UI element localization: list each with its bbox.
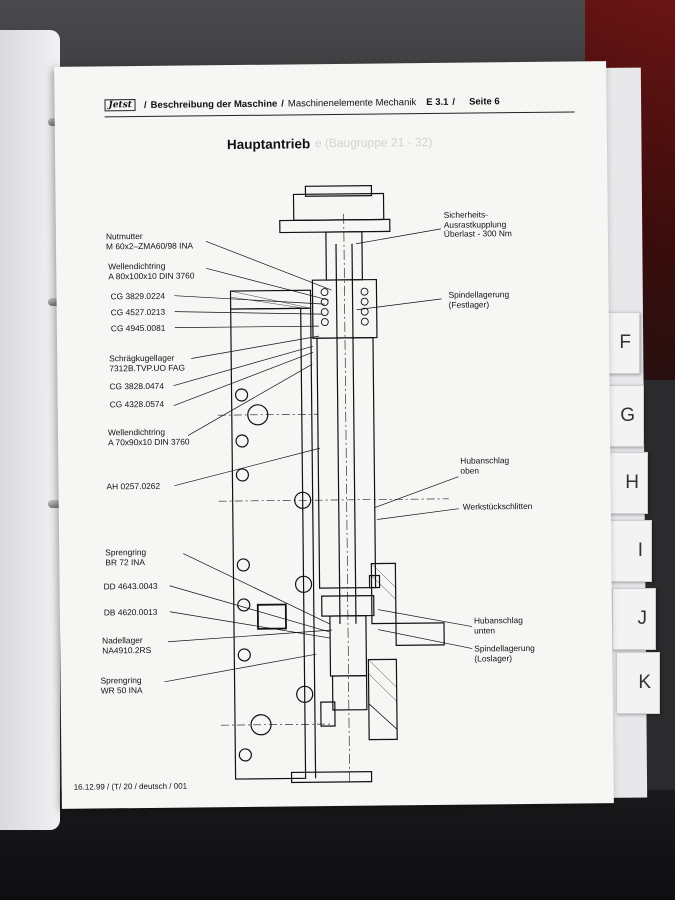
tab-k[interactable]: K [616,652,660,714]
label-cg-4527: CG 4527.0213 [110,306,166,318]
label-spindellagerung-fest: Spindellagerung(Festlager) [448,289,510,310]
label-db-4620: DB 4620.0013 [103,606,158,618]
tab-h[interactable]: H [604,452,648,514]
label-dd-4643: DD 4643.0043 [103,580,158,592]
main-drive-drawing [217,184,449,784]
tab-i[interactable]: I [608,520,652,582]
previous-page-edge [0,30,60,830]
page-footer: 16.12.99 / (T/ 20 / deutsch / 001 [73,781,188,792]
label-cg-3829: CG 3829.0224 [110,290,166,302]
label-cg-4328: CG 4328.0574 [109,398,165,410]
label-werkstueckschlitten: Werkstückschlitten [462,500,533,512]
label-spindellagerung-los: Spindellagerung(Loslager) [474,642,535,664]
label-cg-4945: CG 4945.0081 [110,322,166,334]
document-page: Jetst / Beschreibung der Maschine / Masc… [54,61,614,809]
tab-j[interactable]: J [612,588,656,650]
label-ah-0257: AH 0257.0262 [106,480,161,492]
label-cg-3828: CG 3828.0474 [109,380,165,392]
leader-lines [164,228,473,683]
